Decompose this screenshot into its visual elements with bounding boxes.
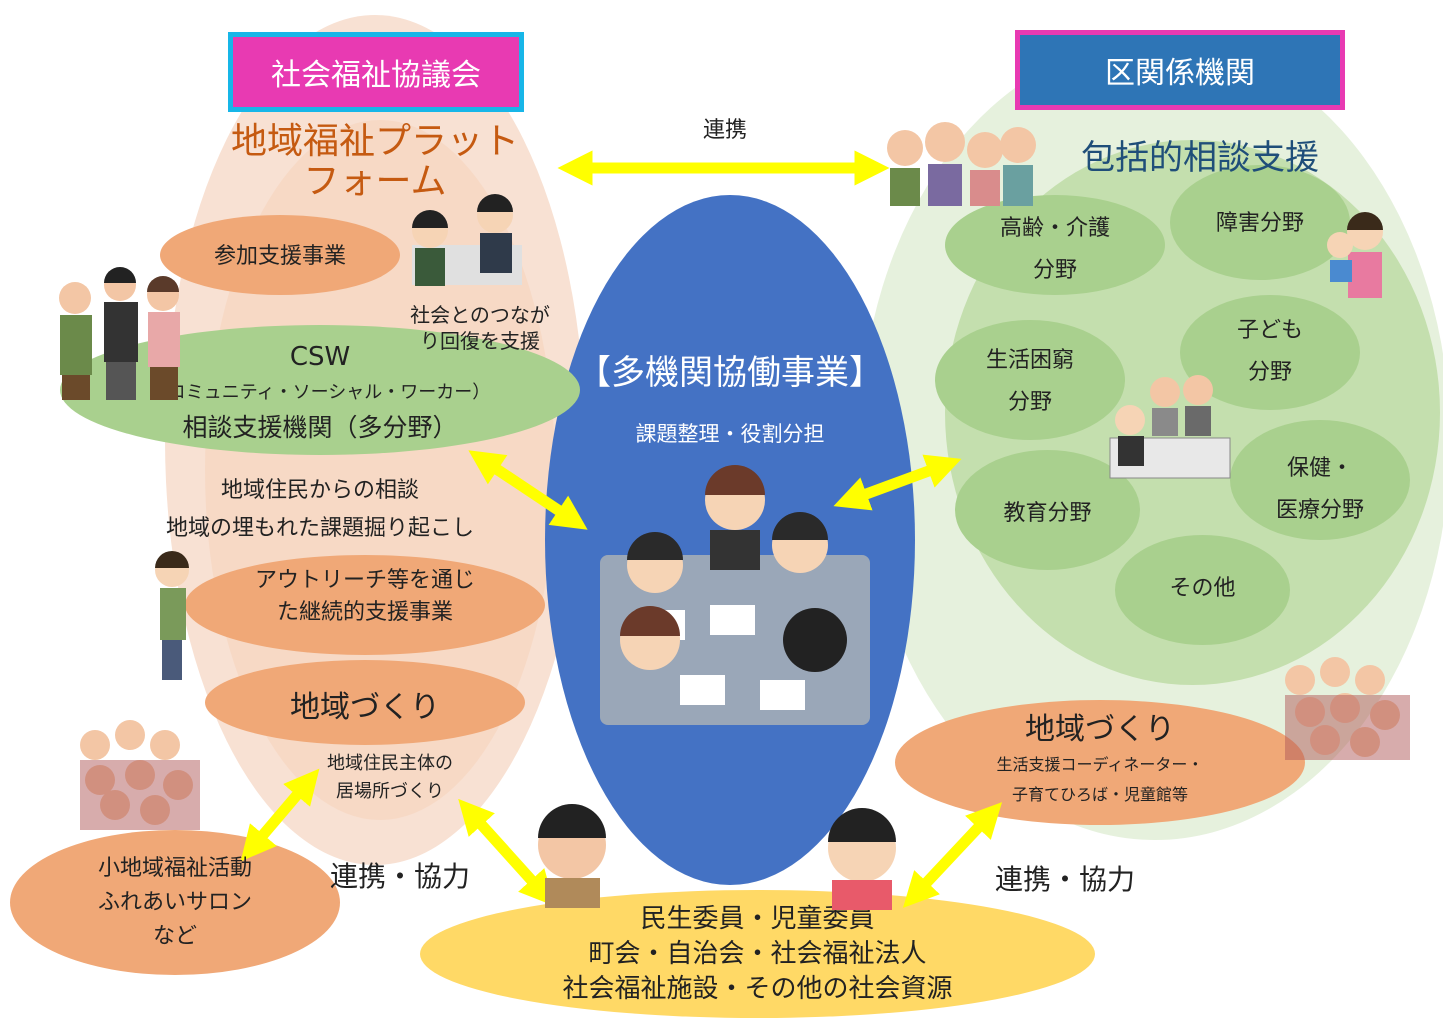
ward-header: 区関係機関 xyxy=(1015,30,1345,110)
link-top-label: 連携 xyxy=(702,118,747,143)
outreach-label: アウトリーチ等を通じ た継続的支援事業 xyxy=(195,565,535,629)
participation-node xyxy=(160,215,400,295)
comprehensive-title: 包括的相談支援 xyxy=(1081,138,1319,178)
elderly-label: 高齢・介護 分野 xyxy=(945,208,1165,292)
community-node-left xyxy=(205,660,525,745)
council-header-label: 社会福祉協議会 xyxy=(271,58,481,93)
poverty-node xyxy=(935,320,1125,440)
poverty-label: 生活困窮 分野 xyxy=(935,340,1125,424)
center-subtitle: 課題整理・役割分担 xyxy=(635,422,825,446)
resources-line2: 町会・自治会・社会福祉法人 xyxy=(588,939,927,969)
outreach-line2: た継続的支援事業 xyxy=(276,600,453,625)
outreach-node xyxy=(185,555,545,655)
elderly-line1: 高齢・介護 xyxy=(999,216,1110,241)
small-area-label: 小地域福祉活動 ふれあいサロン など xyxy=(20,852,330,954)
resources-ellipse xyxy=(420,890,1095,1018)
link-right-label: 連携・協力 xyxy=(994,863,1135,896)
health-line1: 保健・ xyxy=(1286,456,1353,481)
child-line2: 分野 xyxy=(1247,360,1292,385)
arrow-right-resources xyxy=(902,802,1003,908)
platform-title-line1: 地域福祉プラット xyxy=(230,121,519,162)
education-label: 教育分野 xyxy=(1003,501,1092,526)
society-support-line2: り回復を支援 xyxy=(420,329,540,353)
other-label: その他 xyxy=(1169,576,1236,601)
health-node xyxy=(1230,420,1410,540)
ward-header-label: 区関係機関 xyxy=(1105,56,1255,91)
small-area-line2: ふれあいサロン xyxy=(97,890,252,915)
platform-title-line2: フォーム xyxy=(303,161,447,202)
link-left-label: 連携・協力 xyxy=(329,860,470,893)
consult-line1: 地域住民からの相談 xyxy=(220,478,419,503)
place-label: 地域住民主体の 居場所づくり xyxy=(290,750,490,806)
community-left-label: 地域づくり xyxy=(290,690,440,725)
community-right-title: 地域づくり xyxy=(1025,712,1175,747)
community-right-label: 地域づくり 生活支援コーディネーター・ 子育てひろば・児童館等 xyxy=(905,710,1295,810)
consult-line2: 地域の埋もれた課題掘り起こし xyxy=(165,516,474,541)
small-area-line1: 小地域福祉活動 xyxy=(97,856,252,881)
resources-line3: 社会福祉施設・その他の社会資源 xyxy=(562,974,953,1004)
disability-label: 障害分野 xyxy=(1215,211,1304,236)
platform-title: 地域福祉プラット フォーム xyxy=(210,122,540,202)
outreach-line1: アウトリーチ等を通じ xyxy=(254,568,475,593)
consult-text: 地域住民からの相談 地域の埋もれた課題掘り起こし xyxy=(120,472,520,548)
community-right-sub2: 子育てひろば・児童館等 xyxy=(1011,785,1188,804)
child-line1: 子ども xyxy=(1236,318,1303,343)
arrow-left-center xyxy=(468,450,588,530)
elderly-line2: 分野 xyxy=(1032,258,1077,283)
arrow-right-center xyxy=(833,454,962,511)
disability-node xyxy=(1170,165,1350,280)
place-line2: 居場所づくり xyxy=(336,781,444,802)
society-support-line1: 社会とのつなが xyxy=(410,303,550,327)
resources-text: 民生委員・児童委員 町会・自治会・社会福祉法人 社会福祉施設・その他の社会資源 xyxy=(420,902,1095,1007)
poverty-line1: 生活困窮 xyxy=(985,348,1074,373)
resources-line1: 民生委員・児童委員 xyxy=(640,904,875,934)
elderly-node xyxy=(945,195,1165,295)
child-label: 子ども 分野 xyxy=(1180,310,1360,394)
center-title: 【多機関協働事業】 xyxy=(577,353,883,393)
health-line2: 医療分野 xyxy=(1275,498,1364,523)
participation-label: 参加支援事業 xyxy=(213,244,346,269)
community-right-sub1: 生活支援コーディネーター・ xyxy=(996,755,1204,774)
csw-subtitle: （コミュニティ・ソーシャル・ワーカー） xyxy=(149,382,491,403)
health-label: 保健・ 医療分野 xyxy=(1230,448,1410,532)
csw-node xyxy=(60,325,580,455)
csw-title: CSW xyxy=(289,342,351,372)
education-node xyxy=(955,450,1140,570)
society-support-label: 社会とのつなが り回復を支援 xyxy=(395,302,565,354)
arrow-place-small xyxy=(240,768,320,862)
other-node xyxy=(1115,535,1290,645)
poverty-line2: 分野 xyxy=(1007,390,1052,415)
council-header: 社会福祉協議会 xyxy=(228,32,524,112)
place-line1: 地域住民主体の xyxy=(327,753,453,774)
small-area-line3: など xyxy=(152,924,197,949)
arrow-place-resources xyxy=(458,798,555,907)
csw-agency: 相談支援機関（多分野） xyxy=(182,413,458,442)
